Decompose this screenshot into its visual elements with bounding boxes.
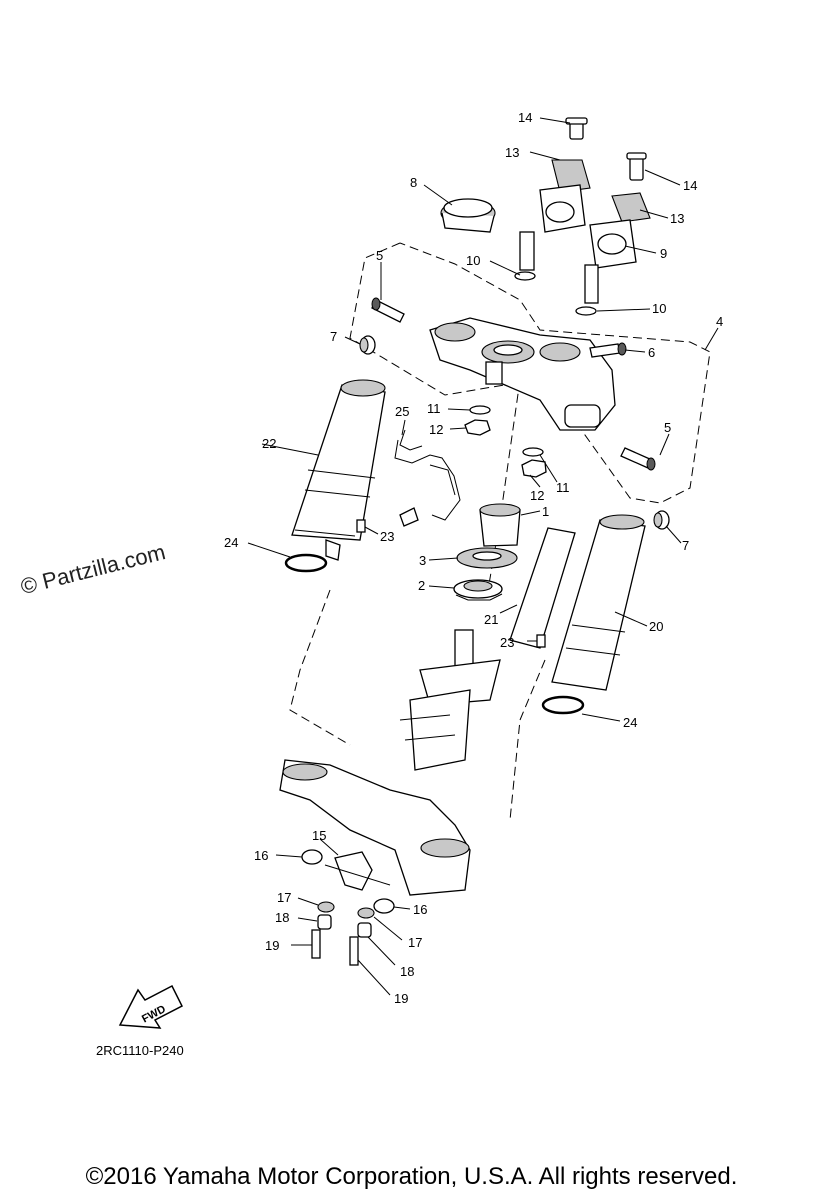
callout-18-left: 18	[275, 910, 289, 925]
bolt-part-5-lower	[620, 447, 656, 471]
o-ring-part-24-right	[541, 695, 585, 715]
callout-12-right: 12	[530, 488, 544, 503]
callout-18-right: 18	[400, 964, 414, 979]
damper-part-17	[317, 901, 375, 919]
callout-10-right: 10	[652, 301, 666, 316]
callout-7-right: 7	[682, 538, 689, 553]
collar-part-7-left	[359, 335, 376, 355]
copyright-notice: ©2016 Yamaha Motor Corporation, U.S.A. A…	[85, 1163, 738, 1190]
bearing-race-part-1	[479, 503, 521, 547]
callout-4: 4	[716, 314, 723, 329]
callout-16-right: 16	[413, 902, 427, 917]
callout-2: 2	[418, 578, 425, 593]
handlebar-holder-upper-right	[584, 152, 651, 304]
callout-12-left: 12	[429, 422, 443, 437]
washers-part-10	[514, 271, 597, 316]
leader-lines	[247, 117, 719, 996]
bearing-part-2	[453, 579, 503, 601]
fwd-arrow-icon: FWD	[118, 984, 184, 1029]
callout-11-right: 11	[556, 480, 570, 495]
collar-part-16-right	[373, 898, 395, 914]
fork-tube-part-22	[291, 379, 386, 561]
stopper-part-15	[324, 851, 391, 891]
cover-part-21	[509, 527, 576, 649]
diagram-code: 2RC1110-P240	[96, 1043, 184, 1058]
callout-20: 20	[649, 619, 663, 634]
bolt-part-23-right	[536, 634, 546, 648]
callout-25: 25	[395, 404, 409, 419]
callout-9: 9	[660, 246, 667, 261]
bolt-part-5-upper	[371, 297, 405, 323]
callout-7-left: 7	[330, 329, 337, 344]
collar-part-7-right	[653, 510, 670, 530]
washer-nut-right	[521, 447, 547, 478]
callout-6: 6	[648, 345, 655, 360]
callout-19-right: 19	[394, 991, 408, 1006]
callout-8: 8	[410, 175, 417, 190]
washer-nut-left	[464, 405, 491, 436]
callout-3: 3	[419, 553, 426, 568]
callout-17-right: 17	[408, 935, 422, 950]
callout-10-left: 10	[466, 253, 480, 268]
callout-14-top: 14	[518, 110, 532, 125]
callout-24-left: 24	[224, 535, 238, 550]
cable-clip-part-25	[394, 429, 461, 527]
under-bracket-steering-stem	[279, 629, 501, 896]
callout-23-right: 23	[500, 635, 514, 650]
callout-21: 21	[484, 612, 498, 627]
handlebar-holder-upper-left	[519, 117, 591, 271]
callout-1: 1	[542, 504, 549, 519]
callout-14-right: 14	[683, 178, 697, 193]
callout-15: 15	[312, 828, 326, 843]
bolt-part-23-left	[356, 519, 366, 533]
bolt-part-19	[311, 929, 359, 966]
callout-24-right: 24	[623, 715, 637, 730]
callout-22: 22	[262, 436, 276, 451]
callout-labels: 14 13 14 13 8 9 10 10 5 4 7 6 11 12 25 5…	[224, 110, 723, 1006]
fork-tube-part-20	[551, 514, 646, 691]
cap-part-8	[440, 198, 496, 233]
collar-part-16-left	[301, 849, 323, 865]
callout-11-left: 11	[427, 401, 441, 416]
callout-13-right: 13	[670, 211, 684, 226]
callout-5-bottom: 5	[664, 420, 671, 435]
callout-23-left: 23	[380, 529, 394, 544]
callout-13-top: 13	[505, 145, 519, 160]
bolt-part-6	[589, 342, 627, 358]
callout-16-left: 16	[254, 848, 268, 863]
o-ring-part-24-left	[284, 553, 328, 573]
callout-5-top: 5	[376, 248, 383, 263]
callout-17-left: 17	[277, 890, 291, 905]
upper-bracket	[429, 317, 616, 431]
dust-seal-part-3	[456, 547, 518, 569]
callout-19-left: 19	[265, 938, 279, 953]
collar-part-18	[317, 914, 372, 938]
